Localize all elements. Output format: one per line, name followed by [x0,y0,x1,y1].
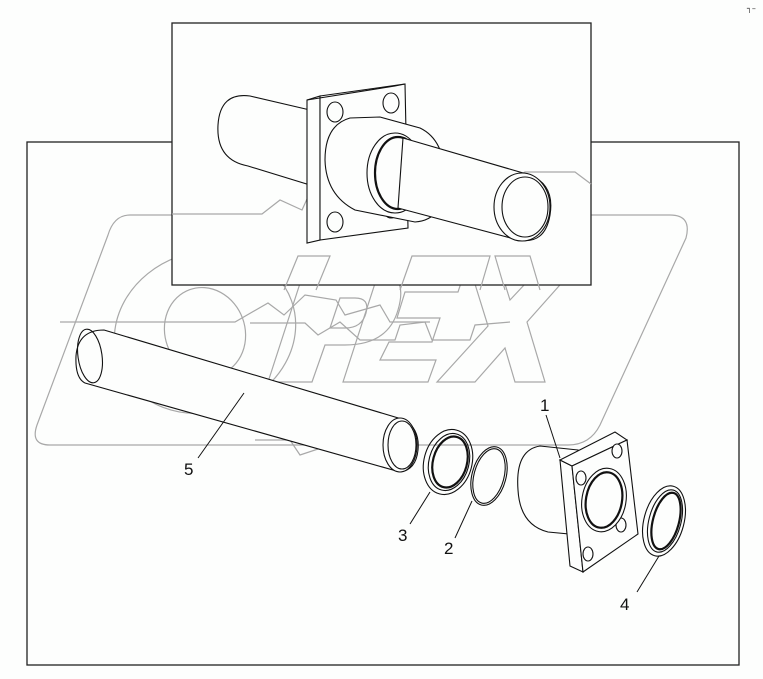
leader-4 [636,555,660,593]
leader-3 [409,491,431,525]
leader-1 [545,414,561,459]
callout-1: 1 [540,396,550,415]
inset-assembly [217,83,552,244]
corner-mark: ┐– [747,4,756,13]
part-4-seal [642,485,686,557]
part-5-pin [75,328,419,473]
part-2-o-ring [470,446,508,506]
part-1-housing [517,431,639,573]
leader-5 [197,392,245,459]
callout-3: 3 [398,526,408,545]
leader-2 [454,500,473,539]
callout-4: 4 [620,595,630,614]
callout-2: 2 [444,539,454,558]
callout-5: 5 [184,460,194,479]
part-3-seal [422,428,474,496]
